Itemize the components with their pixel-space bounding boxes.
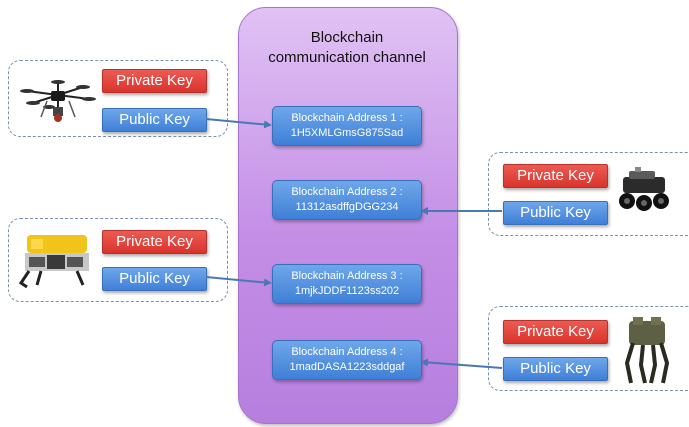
address-1-value: 1H5XMLGmsG875Sad <box>290 127 404 139</box>
node-legged-robot: Private Key Public Key <box>488 306 689 391</box>
legged-robot-icon <box>624 317 670 384</box>
arrow-node1-to-address1 <box>205 118 272 129</box>
blockchain-address-3: Blockchain Address 3 : 1mjkJDDF1123ss202 <box>272 264 422 304</box>
arrow-node4-to-address4 <box>420 358 503 369</box>
blockchain-address-4: Blockchain Address 4 : 1madDASA1223sddga… <box>272 340 422 380</box>
address-4-title: Blockchain Address 4 : <box>291 346 403 358</box>
public-key-button: Public Key <box>102 108 207 132</box>
address-3-value: 1mjkJDDF1123ss202 <box>294 285 400 297</box>
node-underwater-robot: Private Key Public Key <box>8 218 228 302</box>
private-key-button: Private Key <box>503 320 608 344</box>
private-key-button: Private Key <box>102 69 207 93</box>
public-key-button: Public Key <box>102 267 207 291</box>
blockchain-address-2: Blockchain Address 2 : 11312asdffgDGG234 <box>272 180 422 220</box>
channel-title-line1: Blockchain <box>310 29 384 46</box>
address-1-title: Blockchain Address 1 : <box>291 112 403 124</box>
private-key-button: Private Key <box>102 230 207 254</box>
channel-title: Blockchain communication channel <box>238 28 456 68</box>
node-rover: Private Key Public Key <box>488 152 689 236</box>
address-4-value: 1madDASA1223sddgaf <box>289 361 405 373</box>
address-2-value: 11312asdffgDGG234 <box>295 201 399 213</box>
address-2-title: Blockchain Address 2 : <box>291 186 403 198</box>
underwater-robot-icon <box>18 235 89 289</box>
channel-title-line2: communication channel <box>268 49 426 66</box>
rover-robot-icon <box>619 167 669 211</box>
public-key-button: Public Key <box>503 201 608 225</box>
drone-icon <box>20 80 96 122</box>
public-key-button: Public Key <box>503 357 608 381</box>
blockchain-address-1: Blockchain Address 1 : 1H5XMLGmsG875Sad <box>272 106 422 146</box>
arrow-node3-to-address3 <box>205 276 272 287</box>
node-drone: Private Key Public Key <box>8 60 228 137</box>
address-3-title: Blockchain Address 3 : <box>291 270 403 282</box>
private-key-button: Private Key <box>503 164 608 188</box>
